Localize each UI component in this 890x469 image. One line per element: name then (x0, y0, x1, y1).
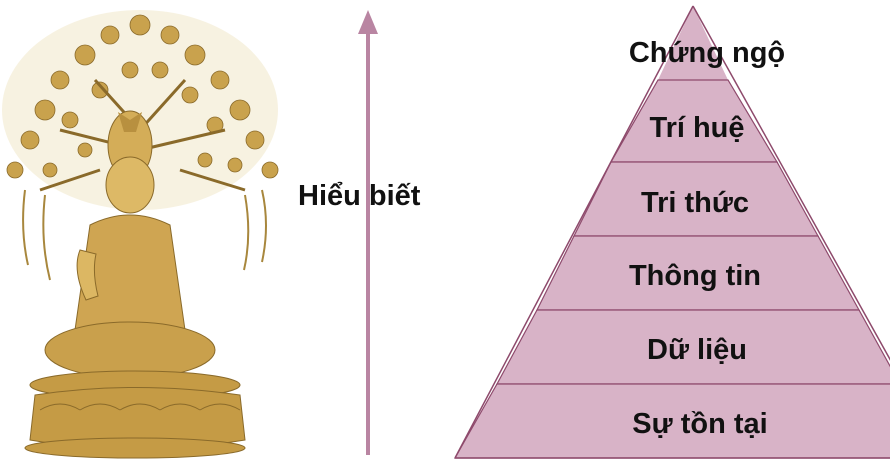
knowledge-pyramid (453, 5, 890, 459)
tier-label-knowledge: Tri thức (641, 187, 749, 219)
arrow-head (358, 10, 378, 34)
tier-label-data: Dữ liệu (647, 334, 747, 366)
arrow-label: Hiểu biết (298, 180, 421, 212)
pyramid-tier-1 (658, 6, 728, 80)
bodhi-tree-canopy (2, 10, 279, 210)
tier-label-information: Thông tin (629, 260, 761, 292)
buddha-figure (44, 110, 216, 379)
tier-label-existence: Sự tồn tại (632, 408, 767, 440)
pyramid-tier-5 (495, 309, 890, 385)
tier-label-wisdom: Trí huệ (649, 112, 744, 144)
hanging-roots (22, 189, 267, 281)
pyramid-right-edge (692, 5, 890, 361)
pyramid-tier-6 (453, 383, 890, 459)
understanding-arrow (358, 10, 378, 455)
pyramid-left-edge (454, 5, 694, 459)
buddha-statue-image (2, 10, 279, 459)
lotus-pedestal (24, 370, 246, 459)
tier-label-enlightenment: Chứng ngộ (629, 37, 785, 69)
